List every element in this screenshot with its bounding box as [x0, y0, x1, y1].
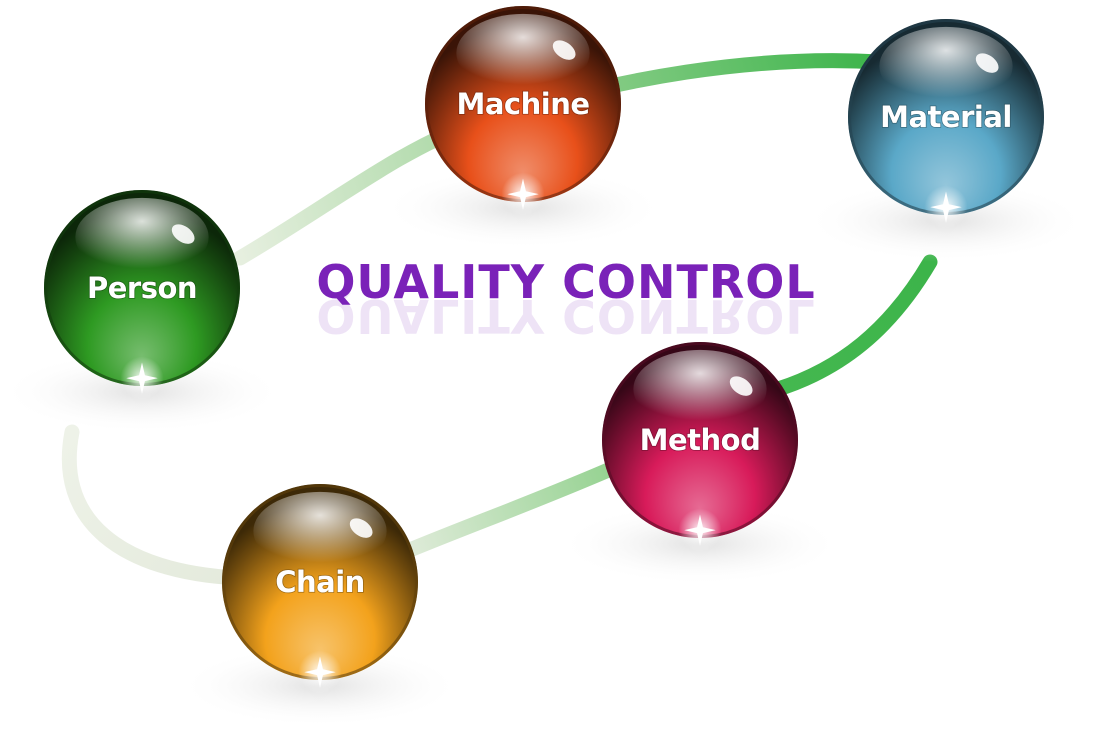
- orb-person-specular: [171, 224, 195, 244]
- orb-method-specular: [729, 376, 753, 396]
- diagram-title-group: QUALITY CONTROL QUALITY CONTROL: [316, 255, 815, 343]
- orb-chain: Chain: [177, 484, 463, 728]
- orb-machine-sparkle-star: [507, 178, 539, 210]
- orb-method: Method: [557, 342, 843, 586]
- orb-chain-highlight: [253, 491, 387, 571]
- orb-machine: Machine: [380, 6, 666, 250]
- loop-segment-method-chain: [397, 457, 628, 560]
- orb-chain-label: Chain: [275, 565, 365, 599]
- orb-material-label: Material: [880, 100, 1012, 134]
- orb-method-label: Method: [640, 423, 761, 457]
- orb-chain-specular: [349, 518, 373, 538]
- diagram-title-reflection: QUALITY CONTROL: [316, 289, 815, 343]
- orb-material: Material: [803, 19, 1089, 263]
- orb-material-specular: [975, 53, 999, 73]
- orb-machine-label: Machine: [456, 87, 589, 121]
- orb-machine-specular: [552, 40, 576, 60]
- orb-machine-highlight: [456, 13, 590, 93]
- loop-segment-material-method: [767, 254, 938, 398]
- orb-person-sparkle-star: [126, 362, 158, 394]
- orb-method-sparkle-star: [684, 514, 716, 546]
- orb-material-highlight: [879, 26, 1013, 106]
- loop-segment-person-chain: [61, 424, 246, 586]
- orb-person-highlight: [75, 197, 209, 277]
- diagram-title: QUALITY CONTROL: [316, 255, 815, 309]
- orb-person: Person: [0, 190, 285, 434]
- orb-chain-sparkle-star: [304, 656, 336, 688]
- orb-method-highlight: [633, 349, 767, 429]
- orb-material-sparkle-star: [930, 191, 962, 223]
- orb-person-label: Person: [87, 271, 197, 305]
